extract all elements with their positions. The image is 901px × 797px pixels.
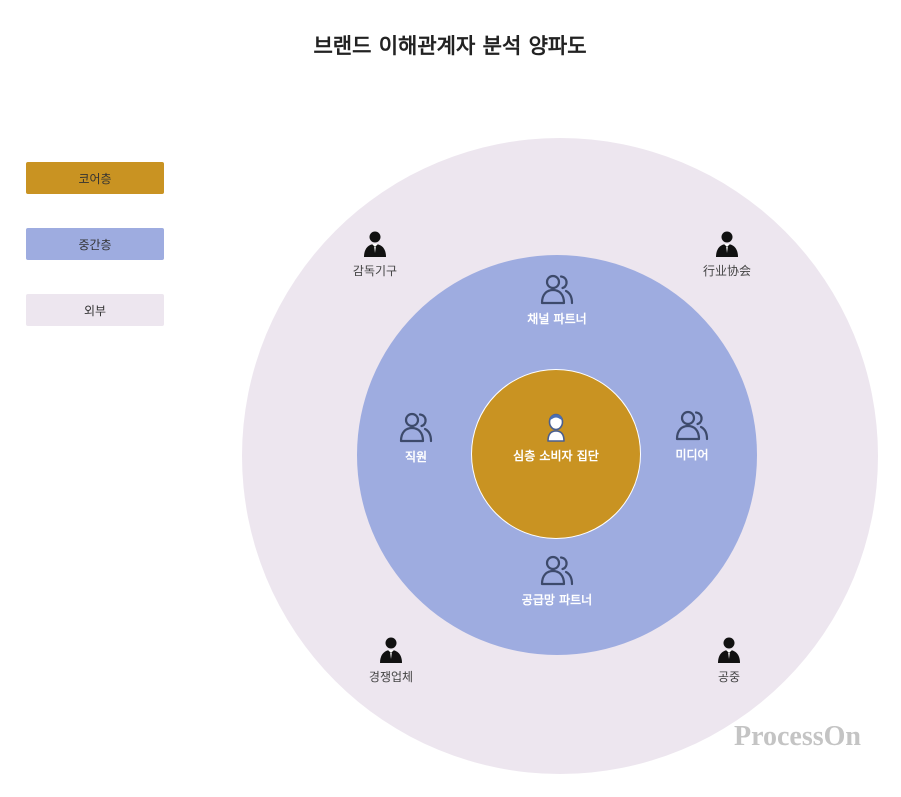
outer-node-regulator-label: 감독기구 (352, 264, 398, 278)
middle-node-channel-partner-label: 채널 파트너 (527, 312, 587, 326)
outer-node-association: 行业协会 (682, 230, 772, 279)
legend-core: 코어층 (26, 162, 164, 194)
legend-outer-label: 외부 (83, 303, 107, 318)
outer-node-public-label: 공중 (717, 670, 741, 684)
legend-core-label: 코어층 (78, 171, 112, 186)
legend-middle-label: 중간층 (78, 237, 112, 252)
group-icon (399, 412, 433, 443)
middle-node-channel-partner: 채널 파트너 (507, 272, 607, 327)
group-icon (675, 410, 709, 441)
middle-node-media: 미디어 (642, 408, 742, 463)
consumer-person-icon (547, 413, 565, 442)
core-node-deep-consumer-label: 심층 소비자 집단 (513, 449, 599, 463)
businessperson-icon (364, 231, 386, 257)
outer-node-competitor-label: 경쟁업체 (368, 670, 414, 684)
watermark-logo: ProcessOn (733, 721, 861, 752)
page-title: 브랜드 이해관계자 분석 양파도 (313, 34, 587, 58)
core-layer-circle (471, 369, 641, 539)
middle-node-employee-label: 직원 (404, 450, 428, 464)
outer-node-regulator: 감독기구 (330, 230, 420, 279)
legend-outer: 외부 (26, 294, 164, 326)
businessperson-icon (380, 637, 402, 663)
outer-node-competitor: 경쟁업체 (346, 636, 436, 685)
middle-node-supply-partner: 공급망 파트너 (502, 553, 612, 608)
middle-node-supply-partner-label: 공급망 파트너 (521, 593, 593, 607)
middle-node-media-label: 미디어 (675, 448, 709, 462)
businessperson-icon (716, 231, 738, 257)
outer-node-public: 공중 (684, 636, 774, 685)
group-icon (540, 555, 574, 586)
legend-middle: 중간층 (26, 228, 164, 260)
core-node-deep-consumer: 심층 소비자 집단 (496, 411, 616, 464)
middle-node-employee: 직원 (366, 410, 466, 465)
group-icon (540, 274, 574, 305)
outer-node-association-label: 行业协会 (702, 264, 751, 278)
businessperson-icon (718, 637, 740, 663)
